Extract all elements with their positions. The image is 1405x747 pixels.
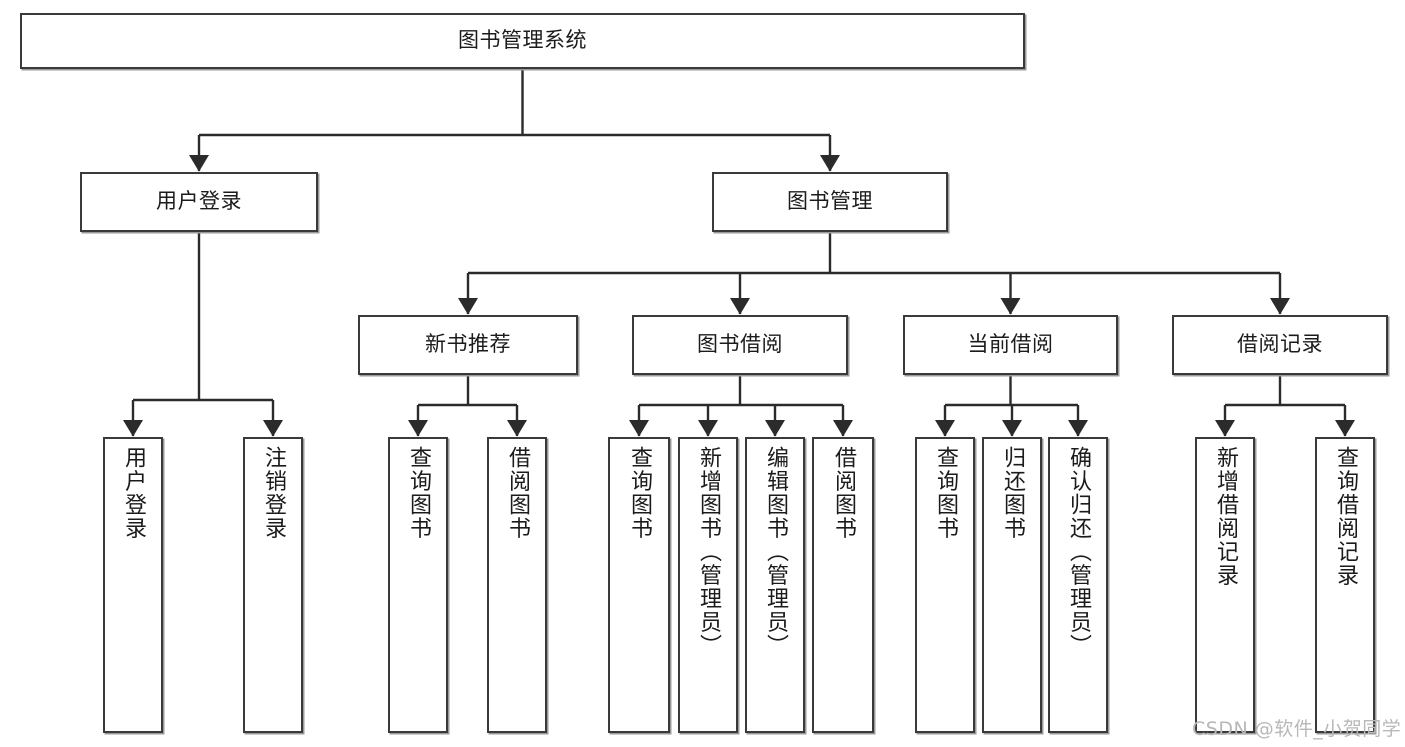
node-leaf-user-logout[interactable]: 注销登录 bbox=[243, 437, 303, 733]
node-label: 新增借阅记录 bbox=[1213, 446, 1238, 587]
node-label: 注销登录 bbox=[261, 446, 286, 540]
node-root[interactable]: 图书管理系统 bbox=[20, 13, 1025, 69]
node-label: 图书借阅 bbox=[697, 332, 783, 357]
node-label: 查询图书 bbox=[933, 446, 958, 540]
node-label: 查询借阅记录 bbox=[1333, 446, 1358, 587]
node-l2-book[interactable]: 图书管理 bbox=[712, 172, 948, 232]
node-label: 借阅图书 bbox=[831, 446, 856, 540]
node-leaf-cur-return[interactable]: 归还图书 bbox=[982, 437, 1042, 733]
node-label: 确认归还（管理员） bbox=[1066, 446, 1091, 658]
node-label: 借阅记录 bbox=[1237, 332, 1323, 357]
node-label: 编辑图书（管理员） bbox=[763, 446, 788, 658]
node-l3-record[interactable]: 借阅记录 bbox=[1172, 315, 1388, 375]
node-label: 新增图书（管理员） bbox=[696, 446, 721, 658]
node-leaf-new-borrow[interactable]: 借阅图书 bbox=[487, 437, 547, 733]
node-label: 查询图书 bbox=[406, 446, 431, 540]
node-l3-borrow[interactable]: 图书借阅 bbox=[632, 315, 848, 375]
node-leaf-user-login[interactable]: 用户登录 bbox=[103, 437, 163, 733]
node-label: 图书管理系统 bbox=[458, 28, 587, 53]
node-leaf-new-query[interactable]: 查询图书 bbox=[388, 437, 448, 733]
node-leaf-bq-add[interactable]: 新增图书（管理员） bbox=[678, 437, 738, 733]
node-leaf-rec-add[interactable]: 新增借阅记录 bbox=[1195, 437, 1255, 733]
node-l2-user[interactable]: 用户登录 bbox=[80, 172, 318, 232]
node-label: 归还图书 bbox=[1000, 446, 1025, 540]
csdn-watermark: CSDN @软件_小贺同学 bbox=[1192, 718, 1402, 740]
node-label: 用户登录 bbox=[156, 189, 242, 214]
node-label: 查询图书 bbox=[627, 446, 652, 540]
node-leaf-bq-edit[interactable]: 编辑图书（管理员） bbox=[745, 437, 805, 733]
node-leaf-bq-borrow[interactable]: 借阅图书 bbox=[812, 437, 874, 733]
node-leaf-cur-query[interactable]: 查询图书 bbox=[915, 437, 975, 733]
node-leaf-bq-query[interactable]: 查询图书 bbox=[608, 437, 670, 733]
node-leaf-rec-query[interactable]: 查询借阅记录 bbox=[1315, 437, 1375, 733]
node-label: 当前借阅 bbox=[967, 332, 1054, 357]
node-l3-current[interactable]: 当前借阅 bbox=[903, 315, 1118, 375]
node-label: 图书管理 bbox=[787, 189, 873, 214]
node-leaf-cur-confirm[interactable]: 确认归还（管理员） bbox=[1048, 437, 1108, 733]
node-label: 新书推荐 bbox=[425, 332, 511, 357]
node-l3-new[interactable]: 新书推荐 bbox=[358, 315, 578, 375]
node-label: 用户登录 bbox=[121, 446, 146, 540]
node-label: 借阅图书 bbox=[505, 446, 530, 540]
